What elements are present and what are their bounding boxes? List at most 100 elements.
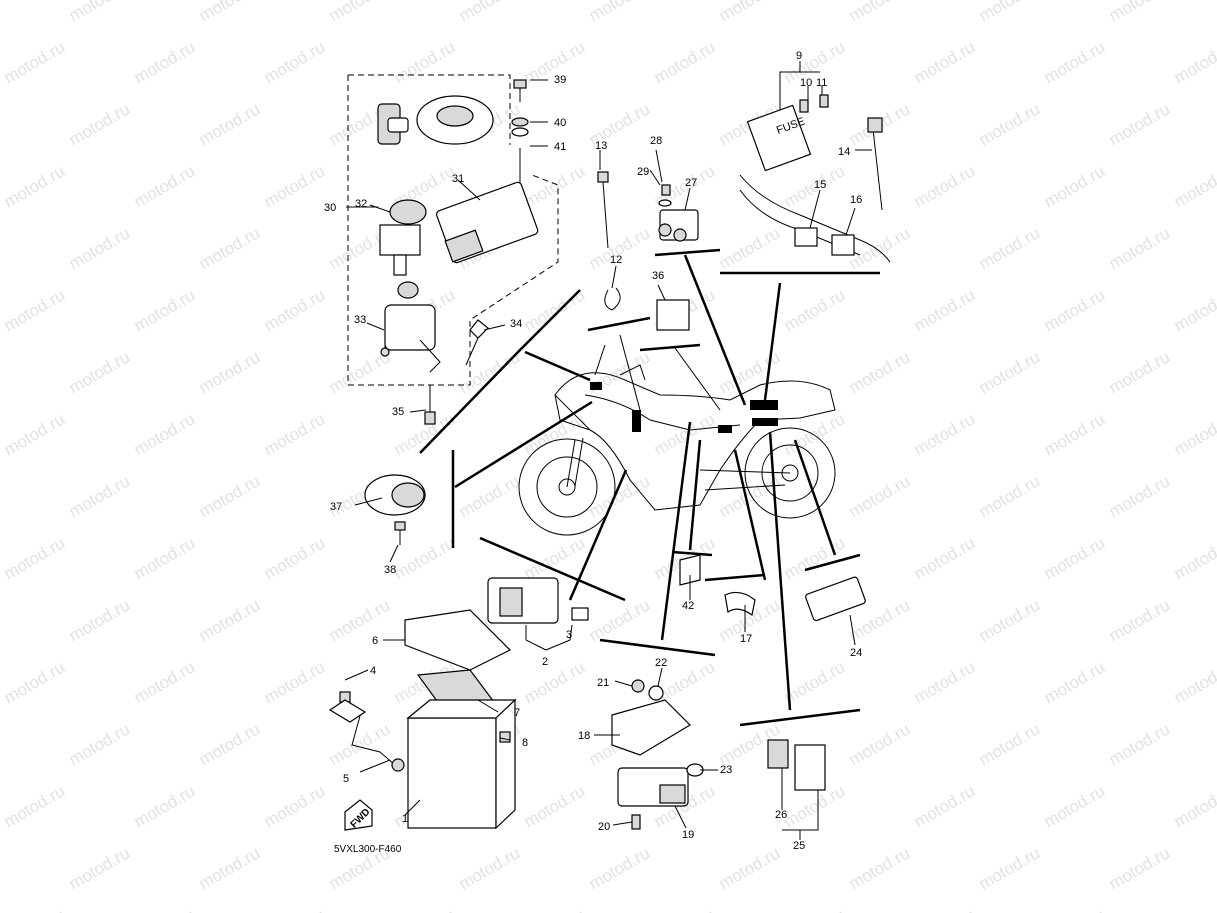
watermark-text: motod.ru [131,781,199,831]
callout-33: 33 [354,314,366,326]
watermark-text: motod.ru [196,223,264,273]
watermark-text: motod.ru [911,905,979,913]
callout-2: 2 [542,656,548,668]
callout-29: 29 [637,166,649,178]
callout-17: 17 [740,633,752,645]
watermark-text: motod.ru [781,533,849,583]
watermark-text: motod.ru [0,99,3,149]
callout-32: 32 [355,198,367,210]
watermark-text: motod.ru [1041,905,1109,913]
watermark-text: motod.ru [131,285,199,335]
callout-34: 34 [510,318,522,330]
watermark-text: motod.ru [0,719,3,769]
callout-28: 28 [650,135,662,147]
watermark-text: motod.ru [521,161,589,211]
watermark-text: motod.ru [1,533,69,583]
callout-24: 24 [850,647,862,659]
callout-15: 15 [814,179,826,191]
watermark-text: motod.ru [586,595,654,645]
watermark-text: motod.ru [781,409,849,459]
watermark-text: motod.ru [196,347,264,397]
watermark-text: motod.ru [0,223,3,273]
watermark-text: motod.ru [911,409,979,459]
watermark-text: motod.ru [0,347,3,397]
callout-12: 12 [610,254,622,266]
watermark-text: motod.ru [1,285,69,335]
watermark-text: motod.ru [196,843,264,893]
callout-30: 30 [324,202,336,214]
watermark-text: motod.ru [846,0,914,25]
watermark-text: motod.ru [586,0,654,25]
watermark-text: motod.ru [911,285,979,335]
watermark-text: motod.ru [196,0,264,25]
callout-40: 40 [554,117,566,129]
watermark-text: motod.ru [911,657,979,707]
watermark-text: motod.ru [196,595,264,645]
watermark-text: motod.ru [66,0,134,25]
watermark-text: motod.ru [716,223,784,273]
lower-right-parts [611,554,866,830]
watermark-text: motod.ru [326,0,394,25]
callout-42: 42 [682,600,694,612]
ignition-parts [377,79,539,425]
watermark-text: motod.ru [66,843,134,893]
watermark-text: motod.ru [976,99,1044,149]
watermark-text: motod.ru [911,781,979,831]
watermark-text: motod.ru [1106,595,1174,645]
callout-13: 13 [595,140,607,152]
watermark-text: motod.ru [196,99,264,149]
callout-36: 36 [652,270,664,282]
watermark-text: motod.ru [1041,781,1109,831]
callout-35: 35 [392,406,404,418]
watermark-text: motod.ru [781,285,849,335]
watermark-text: motod.ru [521,409,589,459]
watermark-text: motod.ru [521,905,589,913]
watermark-text: motod.ru [1041,657,1109,707]
watermark-text: motod.ru [66,99,134,149]
watermark-text: motod.ru [261,533,329,583]
watermark-text: motod.ru [716,0,784,25]
watermark-text: motod.ru [131,905,199,913]
callout-19: 19 [682,829,694,841]
watermark-text: motod.ru [716,843,784,893]
watermark-text: motod.ru [976,719,1044,769]
callout-9: 9 [796,50,802,62]
watermark-text: motod.ru [326,595,394,645]
watermark-text: motod.ru [0,0,3,25]
watermark-text: motod.ru [0,471,3,521]
callout-22: 22 [655,657,667,669]
lower-left-parts [328,474,589,831]
watermark-text: motod.ru [131,409,199,459]
callout-16: 16 [850,194,862,206]
watermark-text: motod.ru [1106,719,1174,769]
motorcycle-illustration [518,344,836,536]
watermark-text: motod.ru [1171,37,1217,87]
watermark-text: motod.ru [976,471,1044,521]
callout-1: 1 [402,813,408,825]
callout-37: 37 [330,501,342,513]
watermark-text: motod.ru [1041,409,1109,459]
watermark-text: motod.ru [456,843,524,893]
callout-11: 11 [816,77,827,89]
watermark-text: motod.ru [261,905,329,913]
watermark-text: motod.ru [911,37,979,87]
watermark-text: motod.ru [261,161,329,211]
callout-7: 7 [514,707,520,719]
callout-31: 31 [452,173,464,185]
watermark-text: motod.ru [651,409,719,459]
callout-leaders [344,61,872,840]
watermark-text: motod.ru [976,595,1044,645]
watermark-text: motod.ru [781,905,849,913]
watermark-text: motod.ru [781,657,849,707]
watermark-text: motod.ru [976,843,1044,893]
watermark-text: motod.ru [521,657,589,707]
callout-4: 4 [370,665,376,677]
watermark-text: motod.ru [456,347,524,397]
watermark-text: motod.ru [1171,533,1217,583]
watermark-text: motod.ru [651,37,719,87]
watermark-text: motod.ru [846,719,914,769]
watermark-text: motod.ru [131,161,199,211]
watermark-text: motod.ru [911,533,979,583]
watermark-text: motod.ru [1041,37,1109,87]
watermark-text: motod.ru [1,409,69,459]
